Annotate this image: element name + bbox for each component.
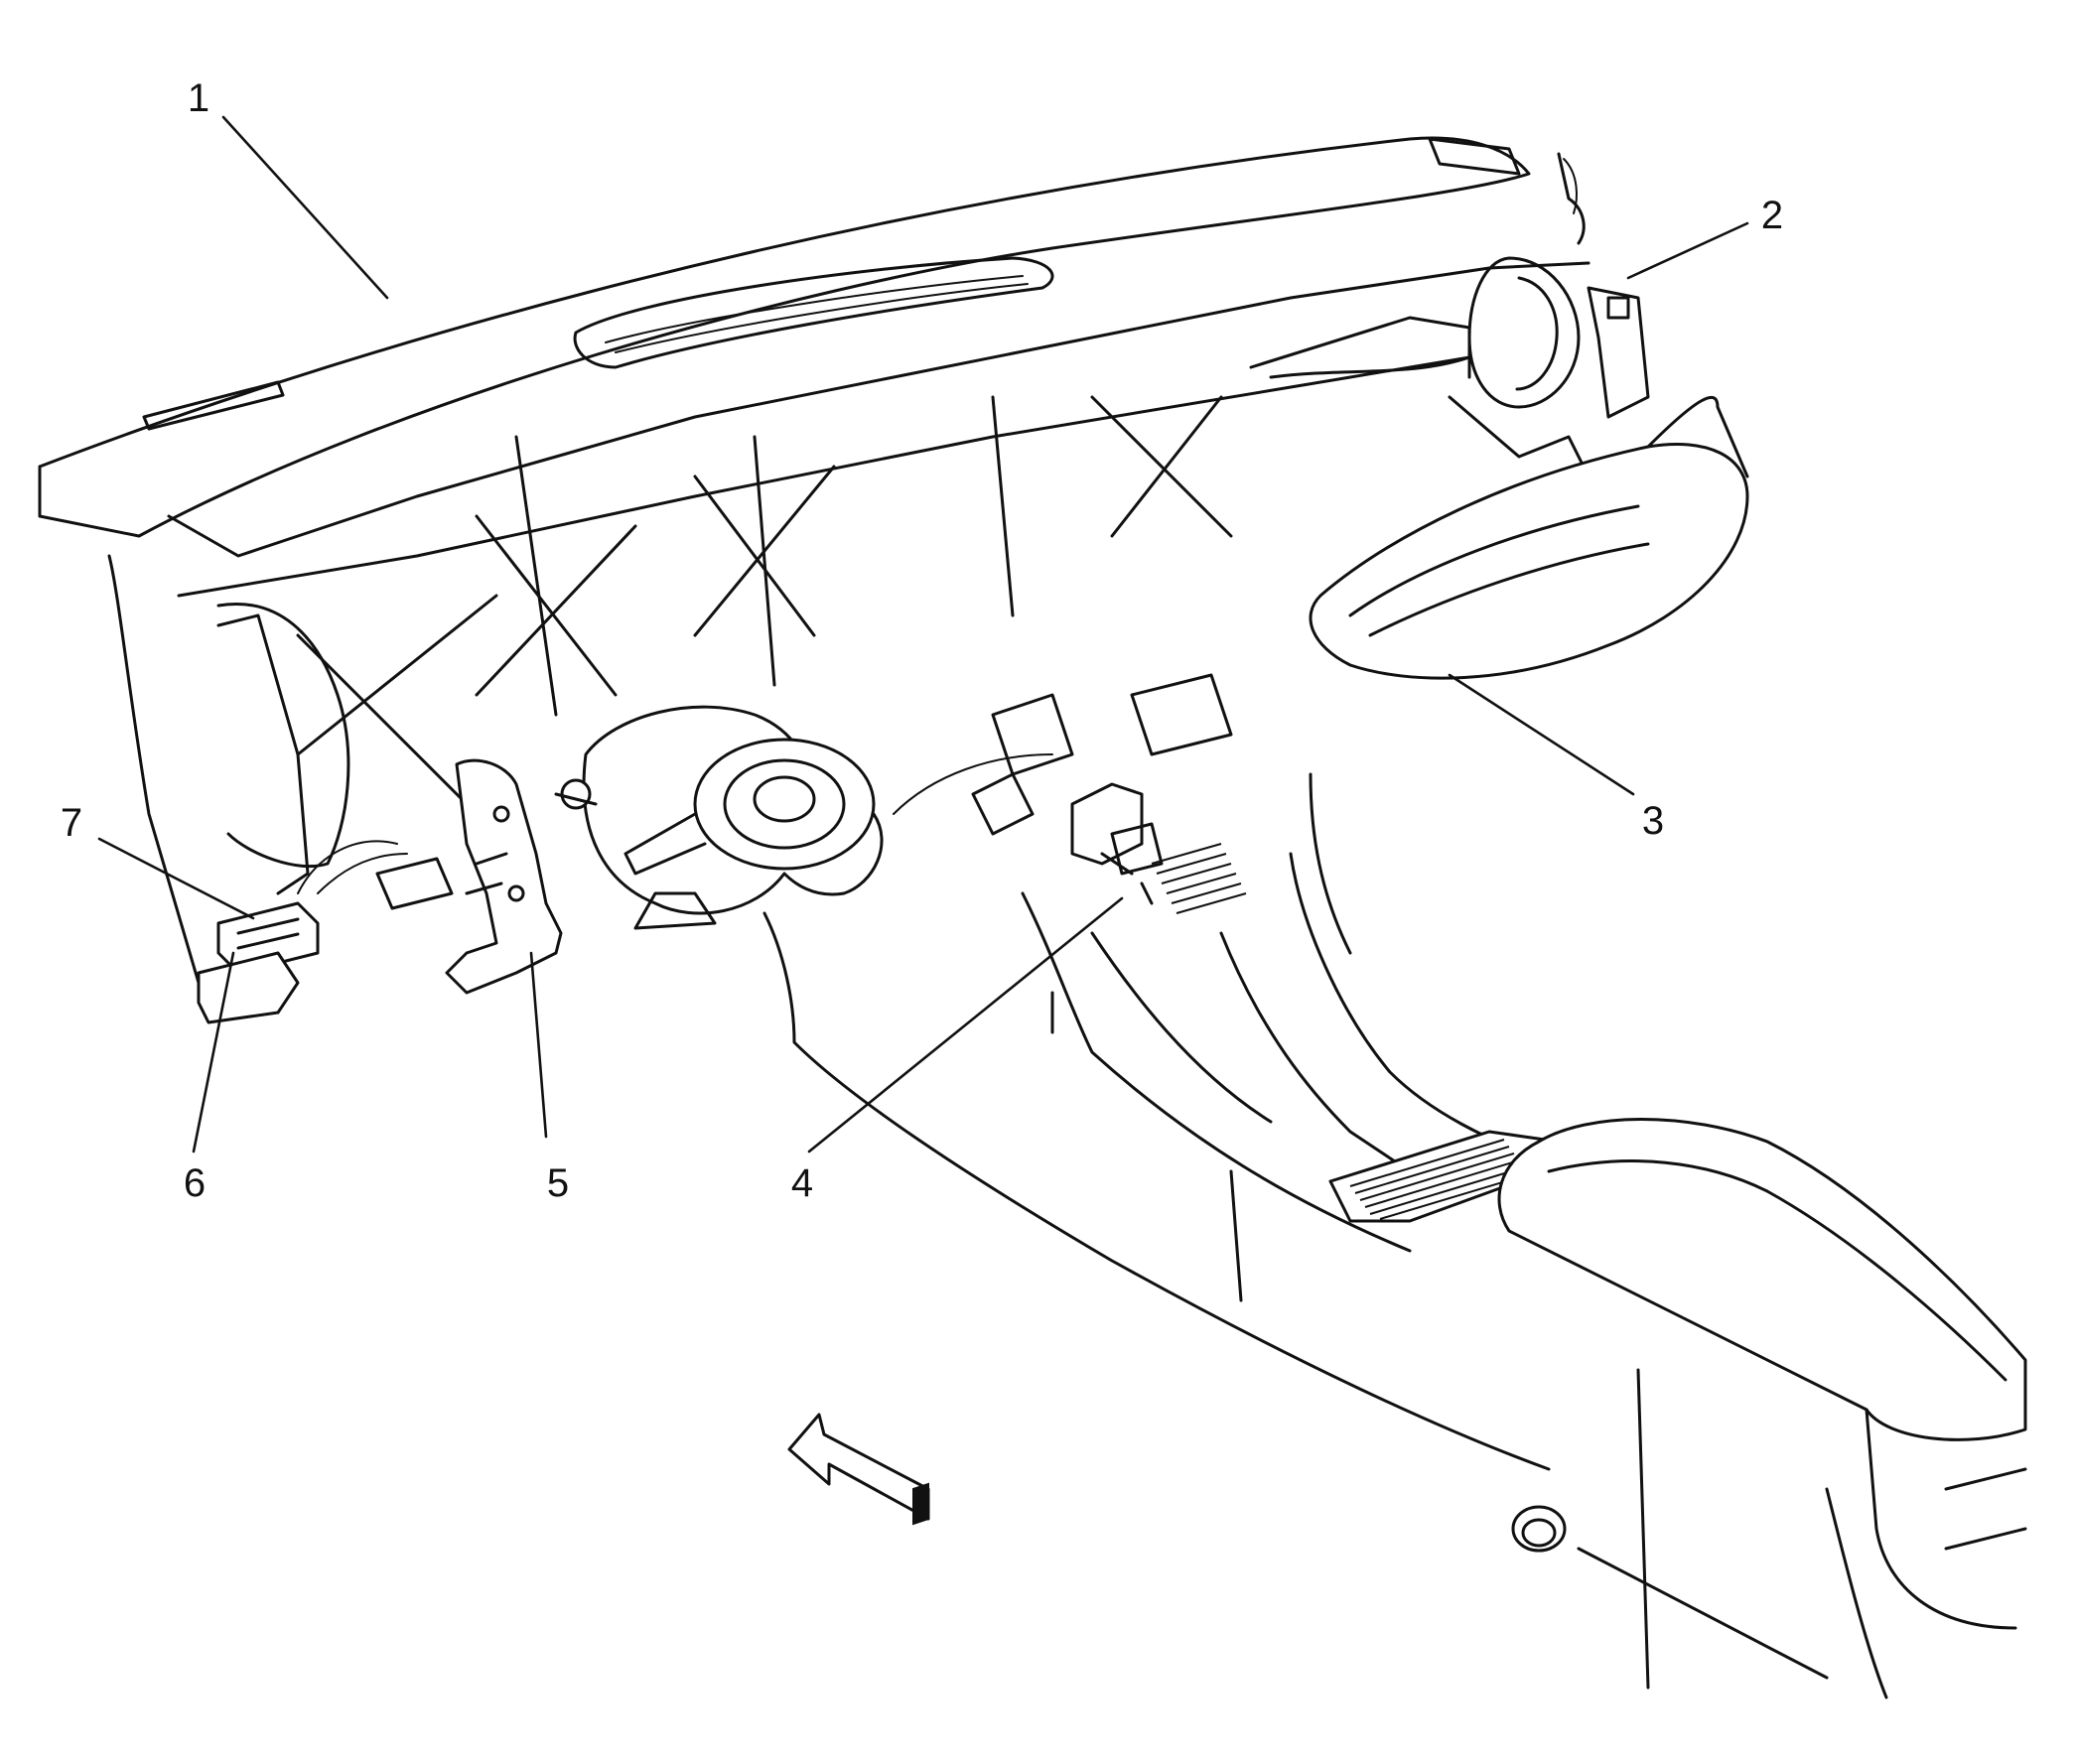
leader-1 bbox=[221, 115, 389, 300]
center-connector-module bbox=[893, 673, 1233, 905]
instrument-panel-frame bbox=[107, 261, 1591, 1005]
callout-2: 2 bbox=[1761, 194, 1783, 237]
callout-1: 1 bbox=[188, 76, 209, 120]
leader-2 bbox=[1626, 221, 1749, 280]
instrument-panel-upper-trim bbox=[38, 136, 1531, 538]
leader-4 bbox=[807, 896, 1124, 1153]
leader-6 bbox=[192, 951, 235, 1153]
callout-7: 7 bbox=[61, 801, 82, 845]
left-knee-bolster-bracket bbox=[445, 758, 563, 995]
callout-3: 3 bbox=[1642, 799, 1664, 843]
callout-labels: 1 2 3 4 5 6 7 bbox=[61, 76, 1783, 1205]
callout-leaders bbox=[97, 115, 1749, 1153]
callout-6: 6 bbox=[184, 1161, 206, 1205]
left-lower-connectors bbox=[197, 840, 454, 1024]
center-console bbox=[762, 772, 2027, 1699]
steering-column-assembly bbox=[554, 705, 884, 930]
leader-7 bbox=[97, 837, 255, 920]
passenger-side-bracket bbox=[1448, 152, 1650, 498]
leader-3 bbox=[1448, 673, 1635, 796]
callout-4: 4 bbox=[791, 1161, 813, 1205]
leader-5 bbox=[529, 951, 548, 1139]
forward-arrow-icon bbox=[787, 1413, 930, 1526]
glove-box-door bbox=[1309, 396, 1749, 680]
callout-5: 5 bbox=[547, 1161, 569, 1205]
